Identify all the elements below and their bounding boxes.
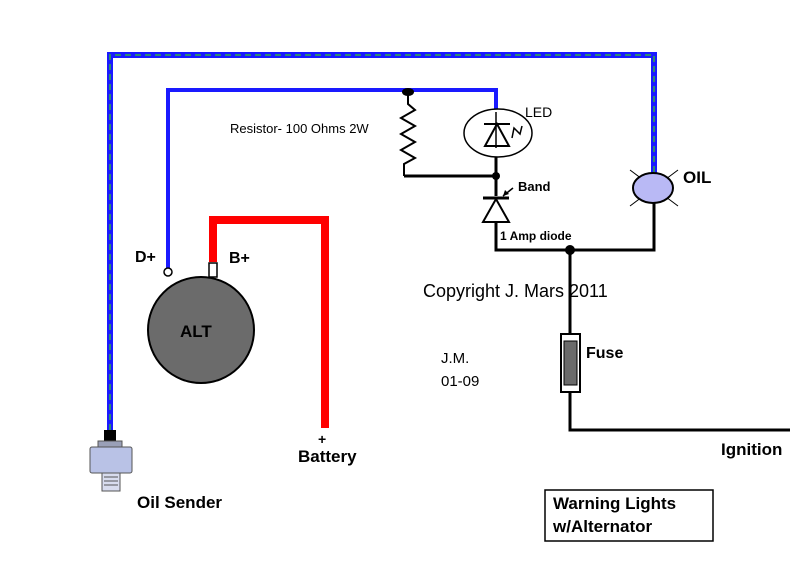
led-symbol: [463, 108, 533, 158]
resistor-symbol: [398, 95, 418, 176]
oil-lamp: [629, 169, 679, 207]
diode-symbol: [481, 196, 511, 223]
copyright-text: Copyright J. Mars 2011: [423, 281, 608, 301]
date-code-text: 01-09: [441, 373, 479, 390]
b-plus-wire: [209, 216, 329, 428]
led-label: LED: [525, 104, 552, 120]
oil-sender-wire: [107, 52, 657, 430]
resistor-label: Resistor- 100 Ohms 2W: [230, 121, 369, 136]
title-line-2: w/Alternator: [552, 517, 653, 536]
oil-sender-icon: [89, 430, 133, 492]
battery-label: Battery: [298, 447, 357, 466]
junction-dot-led: [492, 172, 500, 180]
diode-label: 1 Amp diode: [500, 229, 572, 243]
oil-sender-label: Oil Sender: [137, 493, 222, 512]
band-arrow-head: [503, 190, 509, 196]
oil-lamp-label: OIL: [683, 168, 711, 187]
b-plus-label: B+: [229, 250, 250, 267]
battery-plus-sign: +: [318, 431, 326, 447]
alternator: [147, 262, 255, 384]
initials-text: J.M.: [441, 350, 469, 367]
title-box: [544, 489, 714, 542]
band-label: Band: [518, 179, 551, 194]
ignition-label: Ignition: [721, 440, 782, 459]
b-plus-terminal: [208, 262, 218, 278]
junction-dot-top: [402, 88, 414, 96]
fuse-symbol: [560, 333, 581, 393]
fuse-label: Fuse: [586, 345, 623, 362]
d-plus-wire: [166, 88, 498, 268]
junction-dot-fuse: [565, 245, 575, 255]
d-plus-terminal: [163, 267, 173, 277]
title-line-1: Warning Lights: [553, 494, 676, 513]
d-plus-label: D+: [135, 249, 156, 266]
alt-label: ALT: [180, 322, 212, 341]
